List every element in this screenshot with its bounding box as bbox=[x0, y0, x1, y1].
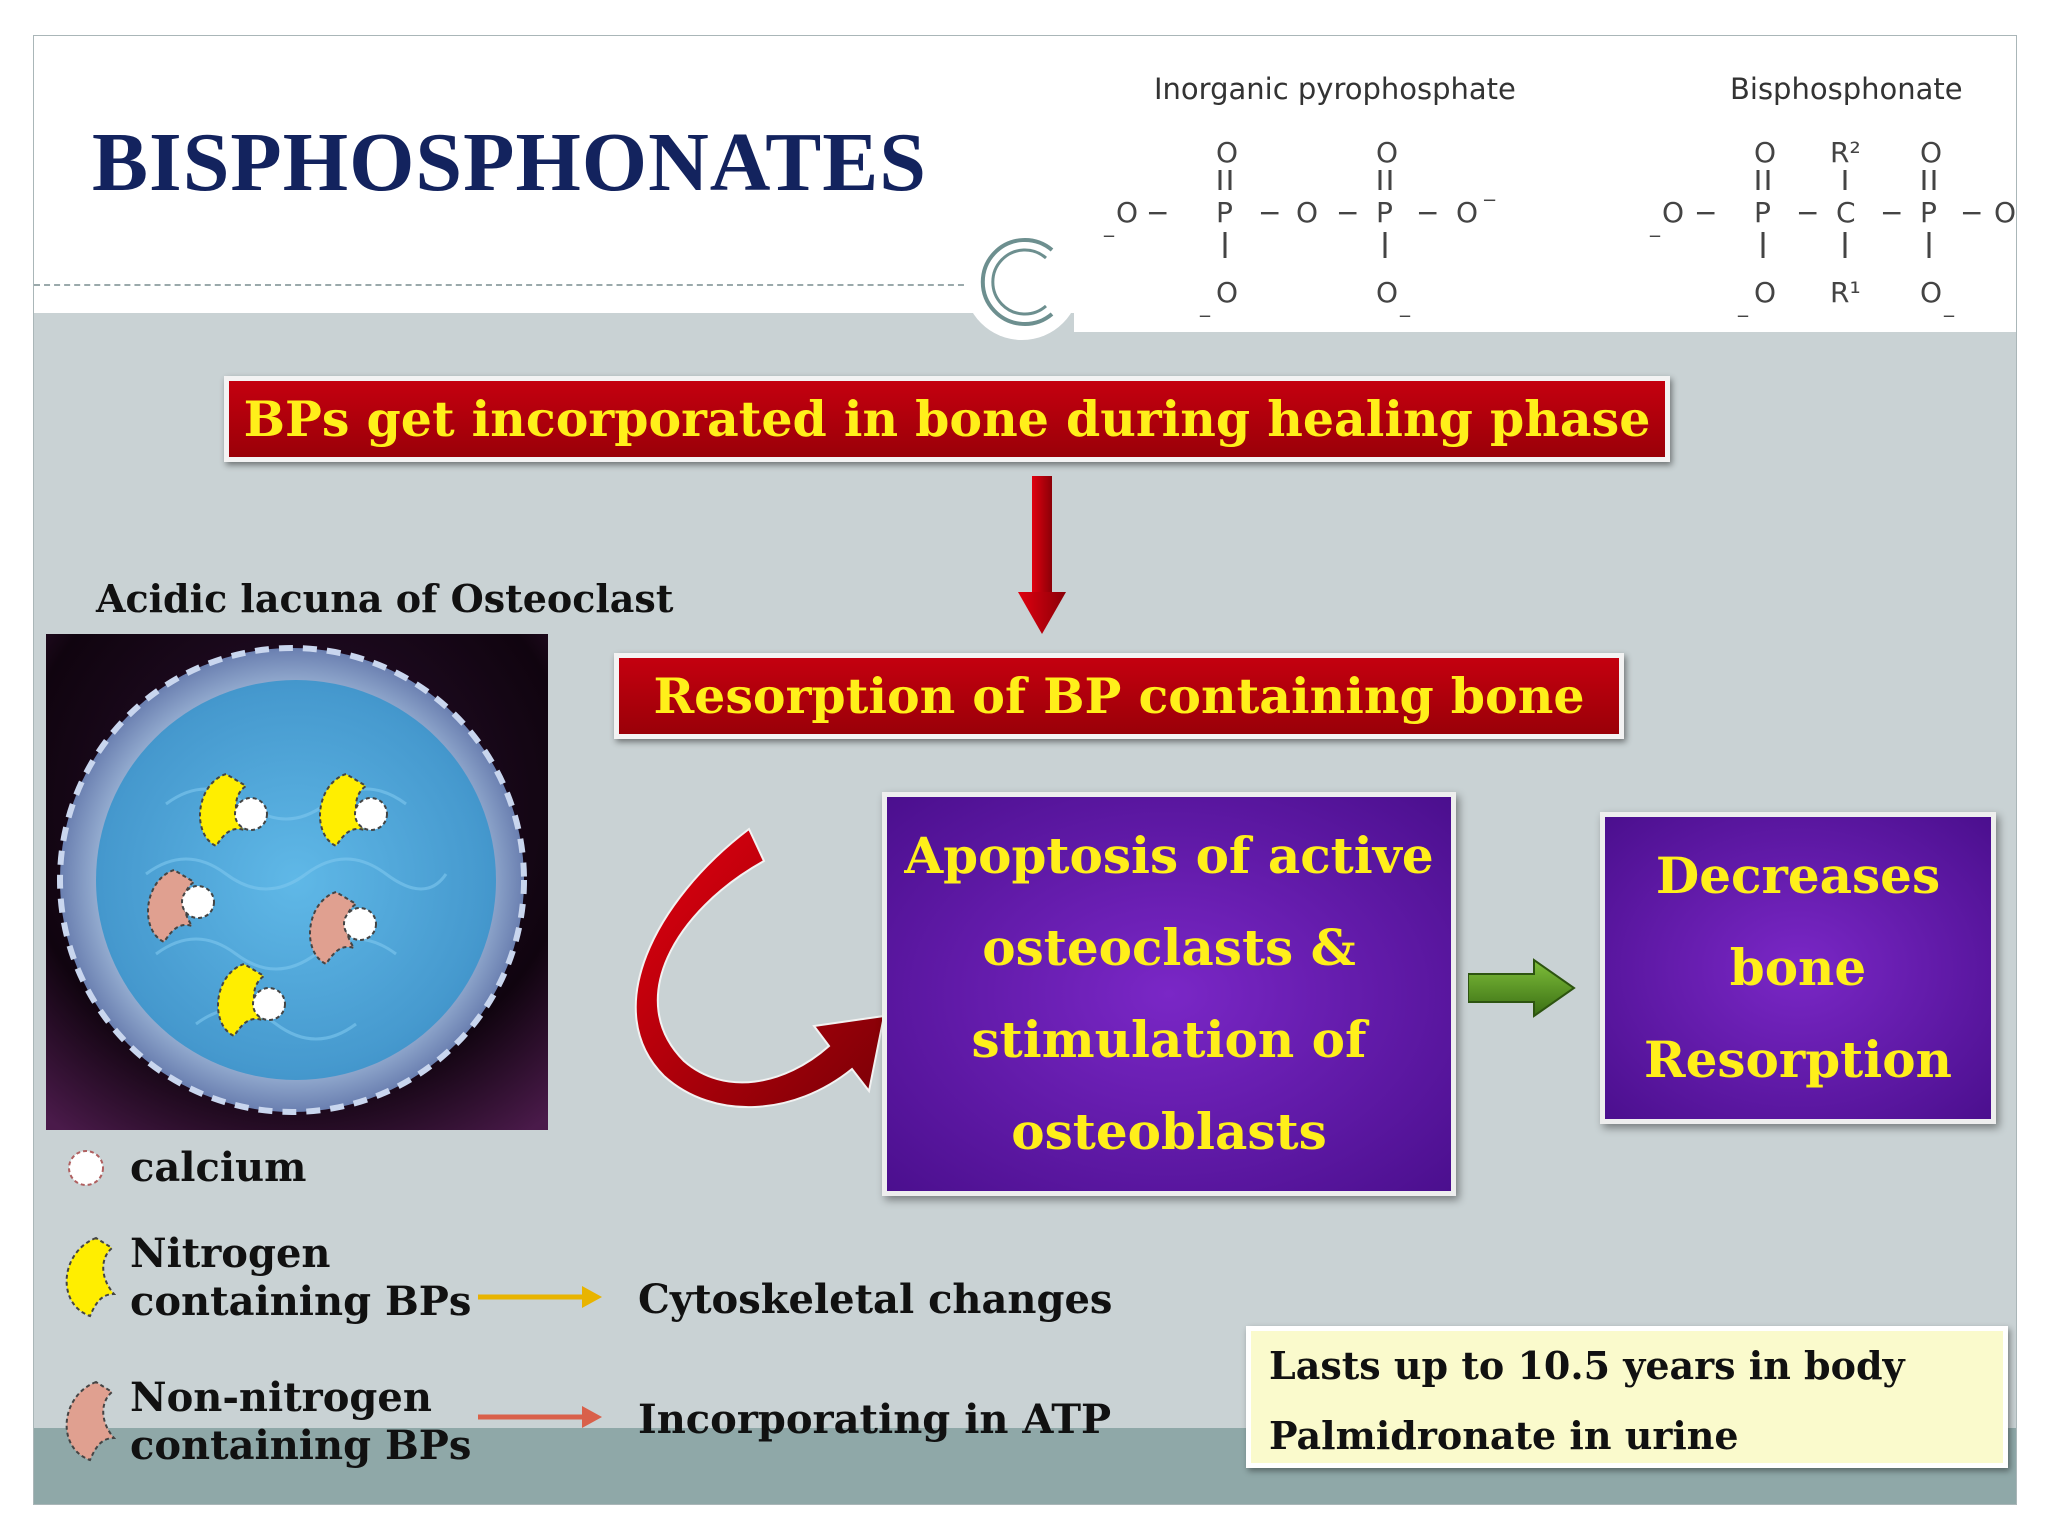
svg-text:O: O bbox=[1376, 136, 1398, 169]
svg-text:O: O bbox=[1296, 196, 1318, 229]
svg-text:−: − bbox=[1336, 196, 1359, 229]
legend-nitrogen-label: Nitrogen containing BPs bbox=[130, 1230, 471, 1326]
pyrophosphate-bonds bbox=[1218, 170, 1392, 258]
legend-nitrogen-effect: Cytoskeletal changes bbox=[638, 1276, 1113, 1323]
apoptosis-line: osteoclasts & bbox=[982, 918, 1356, 977]
svg-text:R²: R² bbox=[1830, 136, 1861, 169]
bisphosphonate-structure: O − P − C − P − O O O R² R¹ O O _ _ _ bbox=[1649, 136, 2016, 317]
bisphosphonate-label: Bisphosphonate bbox=[1730, 72, 1963, 106]
outcome-line: Decreases bbox=[1655, 846, 1941, 905]
svg-text:−: − bbox=[1146, 196, 1169, 229]
apoptosis-line: Apoptosis of active bbox=[904, 826, 1434, 885]
chemical-structure-figure: Inorganic pyrophosphate Bisphosphonate O… bbox=[1103, 72, 2016, 317]
svg-text:O: O bbox=[1216, 136, 1238, 169]
legend-non-nitrogen-label: Non-nitrogen containing BPs bbox=[130, 1374, 471, 1470]
svg-text:O: O bbox=[1456, 196, 1478, 229]
flow-step-outcome: Decreases bone Resorption bbox=[1600, 812, 1996, 1124]
svg-text:P: P bbox=[1376, 196, 1393, 229]
svg-text:−: − bbox=[1796, 196, 1819, 229]
svg-text:O: O bbox=[1920, 276, 1942, 309]
svg-text:−: − bbox=[1694, 196, 1717, 229]
svg-text:O: O bbox=[1216, 276, 1238, 309]
legend-nitrogen-line: Nitrogen bbox=[130, 1230, 331, 1277]
svg-text:O: O bbox=[1116, 196, 1138, 229]
pyrophosphate-label: Inorganic pyrophosphate bbox=[1154, 72, 1516, 106]
svg-text:P: P bbox=[1216, 196, 1233, 229]
flow-step-apoptosis: Apoptosis of active osteoclasts & stimul… bbox=[882, 792, 1456, 1196]
svg-text:−: − bbox=[1880, 196, 1903, 229]
chemical-structures: Inorganic pyrophosphate Bisphosphonate O… bbox=[1074, 36, 2016, 332]
svg-text:_: _ bbox=[1103, 213, 1115, 237]
svg-text:P: P bbox=[1920, 196, 1937, 229]
svg-text:O: O bbox=[1994, 196, 2016, 229]
non-nitrogen-bp-icon bbox=[65, 1380, 116, 1462]
notes-line: Lasts up to 10.5 years in body bbox=[1269, 1343, 1905, 1388]
svg-text:P: P bbox=[1754, 196, 1771, 229]
nitrogen-bp-icon bbox=[65, 1236, 116, 1318]
svg-text:−: − bbox=[1416, 196, 1439, 229]
decorative-circle bbox=[964, 224, 1080, 340]
svg-text:O: O bbox=[1754, 276, 1776, 309]
svg-text:_: _ bbox=[1199, 293, 1211, 317]
green-arrow-icon bbox=[1468, 958, 1576, 1018]
non-nitrogen-bp-marker bbox=[309, 890, 377, 966]
svg-text:_: _ bbox=[1649, 213, 1661, 237]
pyrophosphate-structure: O − P − O − P − O O O O O _ − _ _ bbox=[1103, 136, 1497, 317]
svg-text:_: _ bbox=[1737, 293, 1749, 317]
apoptosis-line: stimulation of bbox=[971, 1010, 1367, 1069]
notes-box: Lasts up to 10.5 years in body Palmidron… bbox=[1246, 1326, 2008, 1468]
circle-ornament-icon bbox=[980, 238, 1054, 326]
svg-text:−: − bbox=[1258, 196, 1281, 229]
non-nitrogen-bp-marker bbox=[147, 868, 215, 944]
svg-text:O: O bbox=[1920, 136, 1942, 169]
legend-calcium-label: calcium bbox=[130, 1144, 307, 1191]
yellow-arrow-icon bbox=[478, 1286, 602, 1308]
slide-title: BISPHOSPHONATES bbox=[92, 116, 927, 209]
notes-line: Palmidronate in urine bbox=[1269, 1413, 1739, 1458]
slide: BISPHOSPHONATES Inorganic pyrophosphate … bbox=[33, 35, 2017, 1505]
outcome-line: Resorption bbox=[1644, 1030, 1952, 1089]
apoptosis-line: osteoblasts bbox=[1011, 1102, 1327, 1161]
legend-non-nitrogen-effect: Incorporating in ATP bbox=[638, 1396, 1112, 1443]
osteoclast-image bbox=[46, 634, 548, 1130]
svg-text:O: O bbox=[1376, 276, 1398, 309]
legend-non-nitrogen-line: containing BPs bbox=[130, 1422, 472, 1469]
svg-text:−: − bbox=[1960, 196, 1983, 229]
nitrogen-bp-marker bbox=[199, 772, 268, 848]
svg-text:O: O bbox=[1754, 136, 1776, 169]
svg-text:R¹: R¹ bbox=[1830, 276, 1861, 309]
image-caption: Acidic lacuna of Osteoclast bbox=[96, 576, 674, 621]
legend-nitrogen-line: containing BPs bbox=[130, 1278, 472, 1325]
svg-text:C: C bbox=[1836, 196, 1856, 229]
nitrogen-bp-marker bbox=[319, 772, 388, 848]
red-arrow-icon bbox=[478, 1406, 602, 1428]
svg-text:−: − bbox=[1482, 190, 1497, 211]
calcium-icon bbox=[68, 1150, 104, 1186]
legend-non-nitrogen-line: Non-nitrogen bbox=[130, 1374, 432, 1421]
flow-step-resorption: Resorption of BP containing bone bbox=[614, 653, 1624, 739]
svg-text:O: O bbox=[1662, 196, 1684, 229]
nitrogen-bp-marker bbox=[217, 962, 286, 1038]
bisphosphonate-bonds bbox=[1756, 170, 1936, 258]
dashed-divider bbox=[34, 284, 974, 286]
outcome-line: bone bbox=[1729, 938, 1867, 997]
svg-text:_: _ bbox=[1943, 293, 1955, 317]
svg-text:_: _ bbox=[1399, 293, 1411, 317]
curved-arrow-icon bbox=[634, 827, 886, 1109]
flow-step-incorporation: BPs get incorporated in bone during heal… bbox=[224, 376, 1670, 462]
down-arrow-icon bbox=[1018, 476, 1066, 634]
